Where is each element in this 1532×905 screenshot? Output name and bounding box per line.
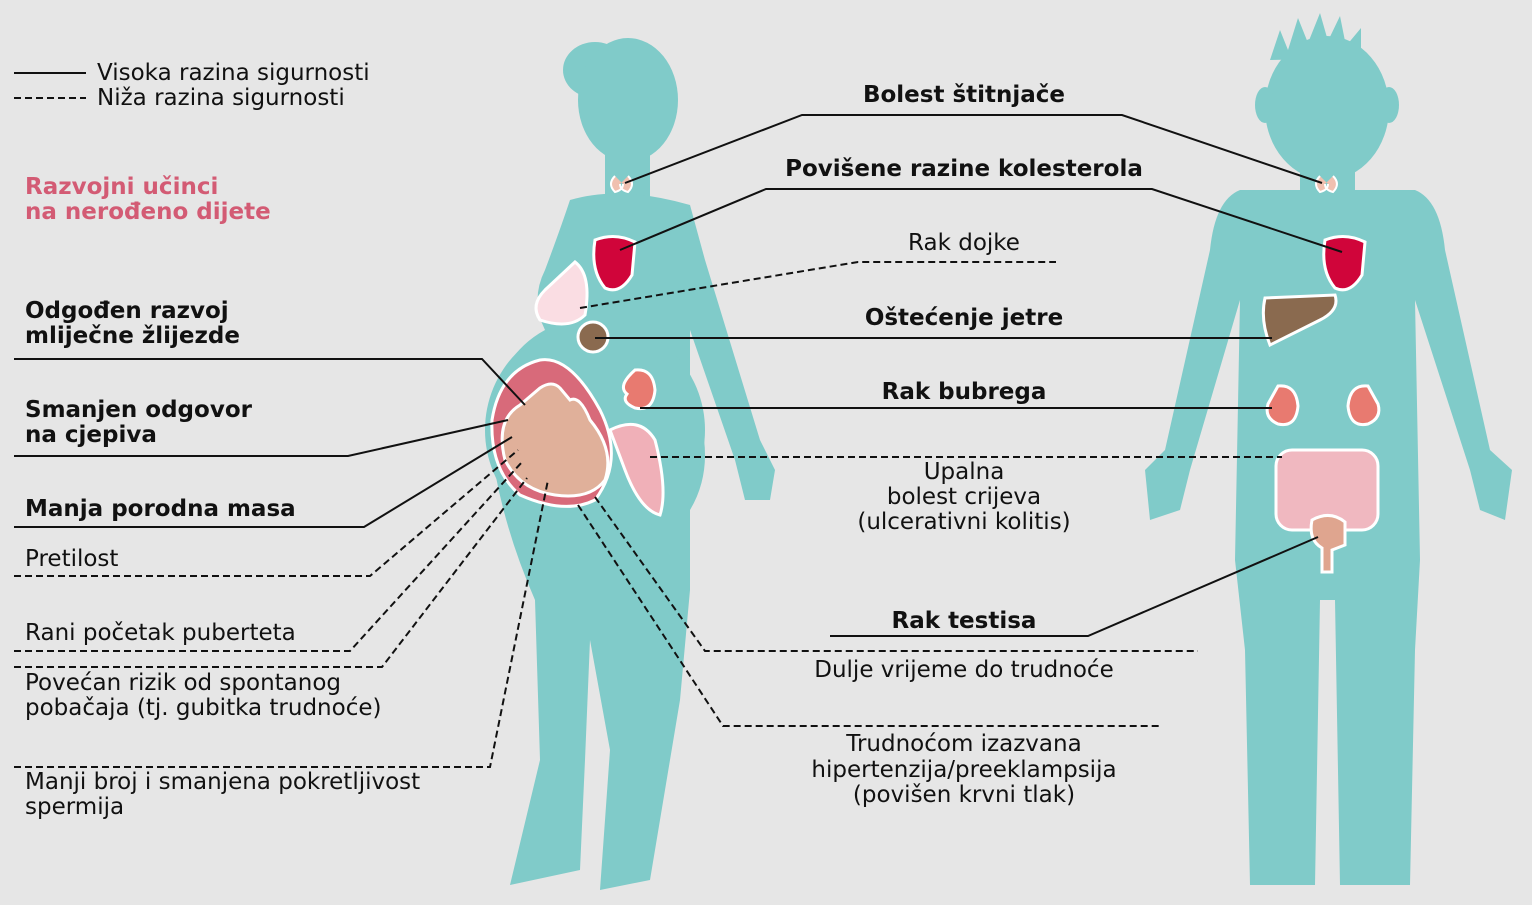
label-ibd-1: Upalna bbox=[924, 459, 1005, 485]
heart-icon bbox=[592, 235, 637, 292]
label-breast-cancer: Rak dojke bbox=[908, 230, 1020, 256]
label-hypertension-1: Trudnoćom izazvana bbox=[845, 731, 1081, 757]
label-kidney: Rak bubrega bbox=[882, 379, 1047, 405]
label-hypertension-3: (povišen krvni tlak) bbox=[853, 782, 1075, 808]
label-testis: Rak testisa bbox=[892, 608, 1037, 634]
legend: Visoka razina sigurnosti Niža razina sig… bbox=[14, 60, 370, 111]
testis-icon bbox=[1309, 514, 1347, 574]
label-mammary-1: Odgođen razvoj bbox=[25, 298, 229, 324]
label-cholesterol: Povišene razine kolesterola bbox=[785, 156, 1143, 182]
label-puberty: Rani početak puberteta bbox=[25, 620, 296, 646]
section-title-line2: na nerođeno dijete bbox=[25, 199, 271, 225]
legend-dashed-label: Niža razina sigurnosti bbox=[97, 85, 345, 111]
label-ibd-2: bolest crijeva bbox=[887, 484, 1041, 510]
kidney-icon bbox=[1265, 384, 1300, 427]
liver-icon bbox=[1261, 293, 1338, 348]
breast-icon bbox=[534, 260, 589, 326]
label-vaccine-1: Smanjen odgovor bbox=[25, 397, 253, 423]
fetus-icon bbox=[500, 382, 610, 498]
label-birth-weight: Manja porodna masa bbox=[25, 496, 296, 522]
label-sperm-2: spermija bbox=[25, 794, 124, 820]
label-sperm-1: Manji broj i smanjena pokretljivost bbox=[25, 769, 420, 795]
label-mammary-2: mliječne žlijezde bbox=[25, 323, 240, 349]
left-labels: Odgođen razvoj mliječne žlijezde Smanjen… bbox=[14, 298, 549, 820]
center-labels: Bolest štitnjače Povišene razine koleste… bbox=[577, 82, 1343, 808]
label-hypertension-2: hipertenzija/preeklampsija bbox=[811, 757, 1116, 783]
label-miscarriage-1: Povećan rizik od spontanog bbox=[25, 670, 341, 696]
kidney-icon bbox=[621, 368, 657, 411]
label-miscarriage-2: pobačaja (tj. gubitka trudnoće) bbox=[25, 695, 381, 721]
legend-solid-label: Visoka razina sigurnosti bbox=[97, 60, 370, 86]
label-obesity: Pretilost bbox=[25, 546, 118, 572]
label-ibd-3: (ulcerativni kolitis) bbox=[857, 509, 1070, 535]
heart-icon bbox=[1322, 235, 1367, 292]
label-vaccine-2: na cjepiva bbox=[25, 422, 157, 448]
label-liver: Oštećenje jetre bbox=[865, 305, 1063, 331]
label-thyroid: Bolest štitnjače bbox=[863, 82, 1065, 108]
section-title-line1: Razvojni učinci bbox=[25, 174, 218, 200]
placenta-icon bbox=[608, 422, 665, 517]
label-fertility: Dulje vrijeme do trudnoće bbox=[814, 657, 1113, 683]
kidney-icon bbox=[1346, 384, 1381, 427]
